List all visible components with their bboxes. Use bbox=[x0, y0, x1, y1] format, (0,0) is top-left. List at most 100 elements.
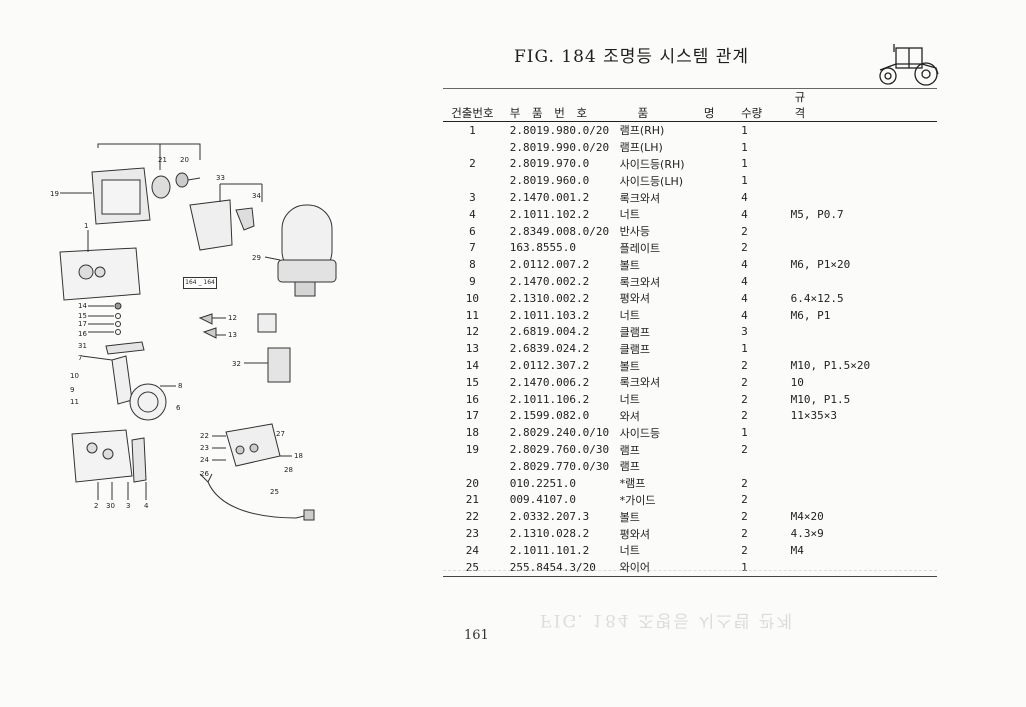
callout-15: 15 bbox=[78, 312, 87, 320]
tractor-icon bbox=[879, 44, 939, 86]
cell-specification: M10, P1.5×20 bbox=[790, 359, 871, 373]
cell-specification bbox=[791, 273, 937, 290]
cell-specification: M6, P1 bbox=[790, 308, 831, 322]
cell-item-no bbox=[443, 139, 502, 156]
callout-1: 1 bbox=[84, 222, 88, 230]
cell-part-name: 너트 bbox=[619, 208, 640, 222]
cell-part-number: 2.1310.002.2 bbox=[509, 291, 590, 305]
cell-specification bbox=[791, 324, 937, 341]
cell-specification: M5, P0.7 bbox=[790, 207, 844, 221]
bleed-through-text: FIG. 184 조명등 시스템 관계 bbox=[540, 610, 795, 630]
cell-part-number: 2.1470.006.2 bbox=[509, 375, 590, 389]
cell-item-no: 9 bbox=[469, 275, 476, 289]
cell-quantity: 4 bbox=[741, 275, 748, 289]
cell-specification: M10, P1.5 bbox=[790, 392, 851, 406]
callout-13: 13 bbox=[228, 331, 237, 339]
cell-item-no: 22 bbox=[465, 510, 480, 524]
cell-part-number: 163.8555.0 bbox=[509, 241, 577, 255]
header-part-name: 품 명 bbox=[619, 88, 742, 122]
cell-item-no: 7 bbox=[469, 241, 476, 255]
cell-part-number: 2.0332.207.3 bbox=[509, 510, 590, 524]
cell-quantity: 2 bbox=[741, 392, 748, 406]
callout-7: 7 bbox=[78, 354, 82, 362]
cell-part-number: 2.1011.106.2 bbox=[509, 392, 590, 406]
cell-quantity: 1 bbox=[741, 174, 748, 188]
callout-12: 12 bbox=[228, 314, 237, 322]
cell-part-name: 사이드등 bbox=[619, 426, 661, 440]
cell-item-no bbox=[443, 172, 502, 189]
callout-30: 30 bbox=[106, 502, 115, 510]
cell-quantity: 4 bbox=[741, 308, 748, 322]
cell-quantity: 2 bbox=[741, 527, 748, 541]
cell-part-number: 009.4107.0 bbox=[509, 493, 577, 507]
cell-item-no: 4 bbox=[469, 207, 476, 221]
cell-part-name: 반사등 bbox=[619, 225, 650, 239]
cell-specification bbox=[791, 424, 937, 441]
cell-specification bbox=[791, 441, 937, 458]
cell-item-no: 24 bbox=[465, 543, 480, 557]
cell-quantity: 1 bbox=[741, 157, 748, 171]
cell-part-name: 록크와셔 bbox=[619, 376, 661, 390]
cell-specification: M4 bbox=[790, 543, 804, 557]
cell-quantity: 2 bbox=[741, 375, 748, 389]
page-number: 161 bbox=[464, 628, 489, 643]
callout-27: 27 bbox=[276, 430, 285, 438]
cell-part-number: 2.8349.008.0/20 bbox=[509, 224, 610, 238]
cell-part-name: 너트 bbox=[619, 544, 640, 558]
cell-specification bbox=[791, 340, 937, 357]
cell-item-no: 1 bbox=[469, 123, 476, 137]
cell-part-number: 2.1599.082.0 bbox=[509, 409, 590, 423]
cell-specification bbox=[790, 558, 937, 577]
cell-specification bbox=[791, 240, 937, 257]
cell-specification bbox=[791, 223, 937, 240]
cell-quantity: 4 bbox=[741, 207, 748, 221]
cell-specification bbox=[791, 139, 937, 156]
cell-quantity: 2 bbox=[741, 443, 748, 457]
cell-part-number: 2.1470.001.2 bbox=[509, 191, 590, 205]
callout-24: 24 bbox=[200, 456, 209, 464]
cell-part-number: 2.8019.990.0/20 bbox=[509, 140, 610, 154]
callout-29: 29 bbox=[252, 254, 261, 262]
callout-6: 6 bbox=[176, 404, 181, 412]
cell-part-name: 램프(LH) bbox=[619, 141, 663, 155]
cell-item-no: 13 bbox=[465, 342, 480, 356]
cell-item-no: 10 bbox=[465, 291, 480, 305]
cell-part-name: *램프 bbox=[619, 477, 646, 491]
cell-quantity: 1 bbox=[741, 426, 748, 440]
cell-quantity: 1 bbox=[741, 558, 791, 577]
cell-part-number: 2.8019.960.0 bbox=[509, 174, 590, 188]
cell-quantity: 1 bbox=[741, 342, 748, 356]
cell-item-no: 19 bbox=[465, 443, 480, 457]
cell-specification bbox=[791, 122, 937, 139]
header-part-number: 부 품 번 호 bbox=[501, 88, 620, 122]
cell-part-number: 010.2251.0 bbox=[509, 476, 577, 490]
cell-part-name: 평와셔 bbox=[619, 527, 650, 541]
cell-specification bbox=[791, 156, 937, 173]
cell-item-no: 16 bbox=[465, 392, 480, 406]
cell-specification: 11×35×3 bbox=[790, 409, 837, 423]
cell-quantity bbox=[741, 458, 791, 475]
callout-19: 19 bbox=[50, 190, 59, 198]
cell-quantity: 2 bbox=[741, 224, 748, 238]
cell-item-no: 17 bbox=[465, 409, 480, 423]
cell-quantity: 2 bbox=[741, 543, 748, 557]
header-specification: 규 격 bbox=[790, 88, 937, 122]
cell-item-no: 3 bbox=[469, 191, 476, 205]
diagram-reference-label: 164 _ 164 bbox=[183, 277, 217, 289]
cell-specification: 6.4×12.5 bbox=[790, 291, 844, 305]
